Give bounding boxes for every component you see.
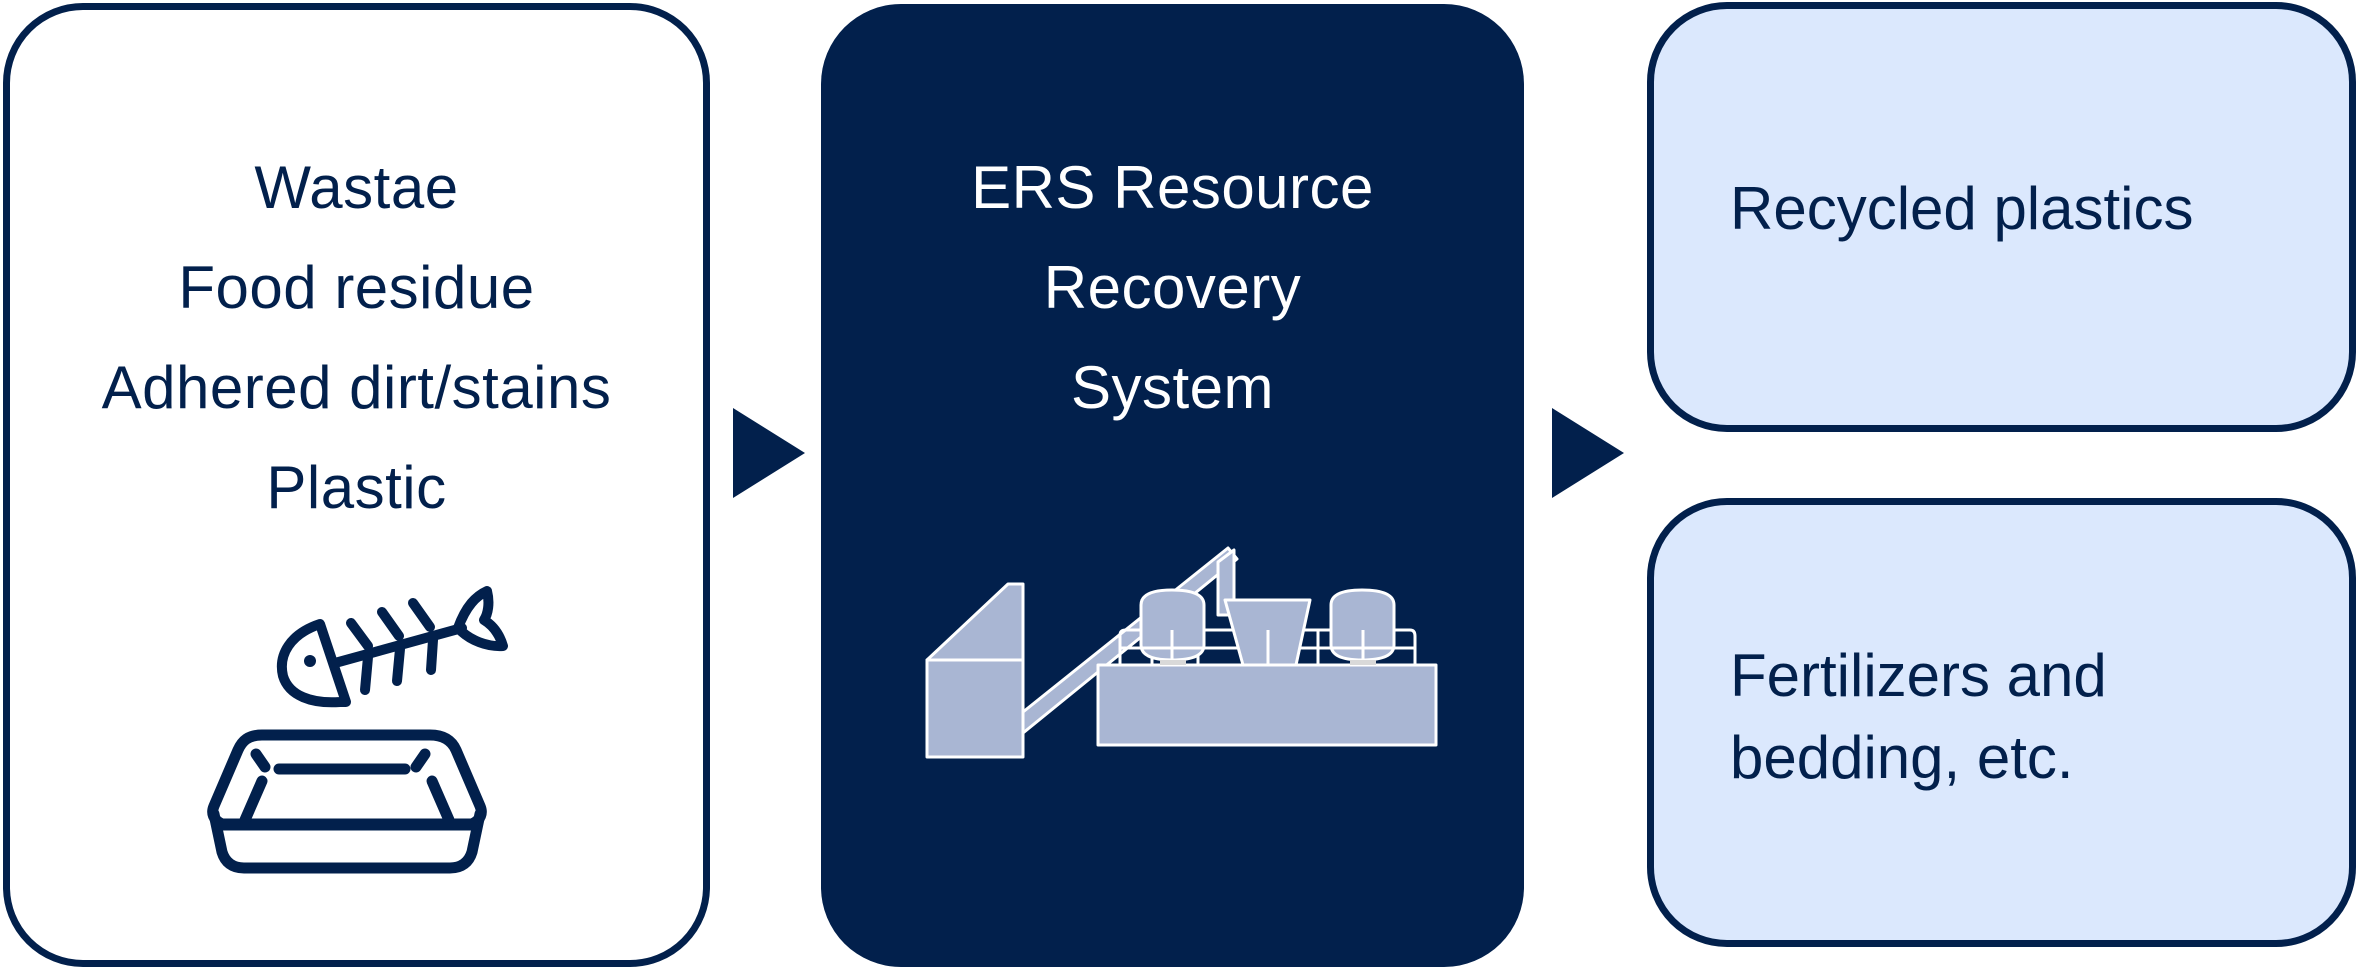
process-title-line: System [1070, 354, 1275, 421]
input-box [3, 3, 710, 967]
output-label-line: bedding, etc. [1730, 724, 2074, 791]
output-label-line: Fertilizers and [1730, 642, 2107, 709]
input-list: Wastae Food residue Adhered dirt/stains … [3, 138, 710, 538]
hopper-base [925, 658, 1025, 759]
input-item: Plastic [266, 454, 447, 521]
fish-bone-icon [276, 586, 508, 708]
output-label: Fertilizers and bedding, etc. [1730, 635, 2107, 799]
arrow-right-icon [1552, 408, 1624, 498]
input-item: Adhered dirt/stains [101, 354, 612, 421]
tray-icon [207, 729, 487, 874]
output-box-fertilizers: Fertilizers and bedding, etc. [1647, 498, 2356, 947]
platform [1096, 663, 1438, 747]
process-title-line: Recovery [1043, 254, 1302, 321]
process-box [821, 4, 1524, 967]
process-title-line: ERS Resource [971, 154, 1374, 221]
hopper-top [925, 582, 1025, 662]
tank-right [1329, 588, 1396, 662]
tank-left [1139, 588, 1206, 662]
output-box-recycled-plastics: Recycled plastics [1647, 2, 2356, 432]
process-title: ERS Resource Recovery System [821, 138, 1524, 438]
input-item: Food residue [178, 254, 535, 321]
input-item: Wastae [254, 154, 459, 221]
arrow-right-icon [733, 408, 805, 498]
output-label: Recycled plastics [1730, 169, 2194, 249]
output-label-line: Recycled plastics [1730, 175, 2194, 242]
